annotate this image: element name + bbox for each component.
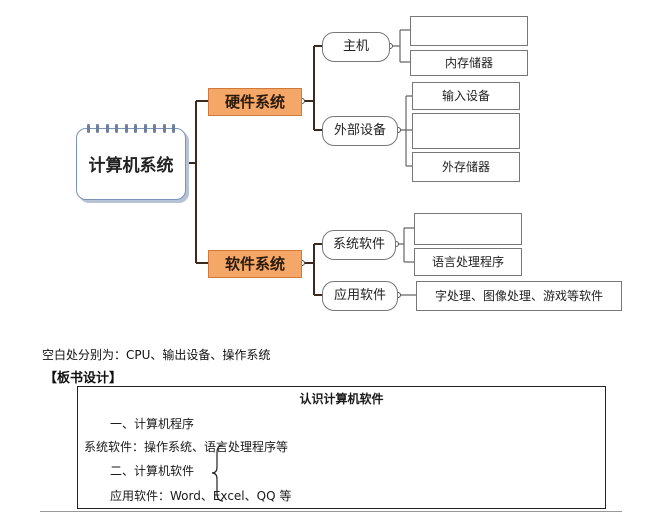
curly-brace-icon	[211, 444, 224, 502]
notebook-rings	[87, 124, 175, 133]
connectors	[186, 45, 322, 296]
board-line-1: 一、计算机程序	[110, 417, 195, 431]
board-line-3: 二、计算机软件	[110, 464, 195, 478]
leaf-memory: 内存储器	[410, 50, 528, 76]
leaf-language-processor: 语言处理程序	[414, 248, 522, 276]
board-line-4: 应用软件：Word、Excel、QQ 等	[110, 489, 292, 503]
board-line-2: 系统软件：操作系统、语言处理程序等	[84, 440, 289, 454]
leaf-external-storage: 外存储器	[412, 152, 520, 182]
board-title: 认识计算机软件	[299, 392, 384, 406]
board-box: 认识计算机软件 一、计算机程序 系统软件：操作系统、语言处理程序等 二、计算机软…	[77, 386, 606, 509]
branch-software: 软件系统	[208, 250, 302, 278]
node-host: 主机	[322, 32, 390, 62]
board-heading: 【板书设计】	[44, 371, 123, 386]
leaf-host-blank	[410, 16, 528, 46]
root-label: 计算机系统	[88, 156, 174, 176]
node-system-software: 系统软件	[322, 230, 396, 260]
root-node: 计算机系统	[76, 124, 186, 200]
node-peripherals: 外部设备	[322, 116, 398, 146]
leaf-application-examples: 字处理、图像处理、游戏等软件	[416, 281, 622, 311]
bottom-rule	[40, 511, 622, 512]
leaf-system-blank	[414, 213, 522, 245]
answer-text: 空白处分别为：CPU、输出设备、操作系统	[42, 348, 271, 362]
leaf-peripheral-blank	[412, 113, 520, 149]
node-application-software: 应用软件	[322, 281, 398, 311]
branch-hardware: 硬件系统	[208, 88, 302, 116]
leaf-input-device: 输入设备	[412, 82, 520, 110]
